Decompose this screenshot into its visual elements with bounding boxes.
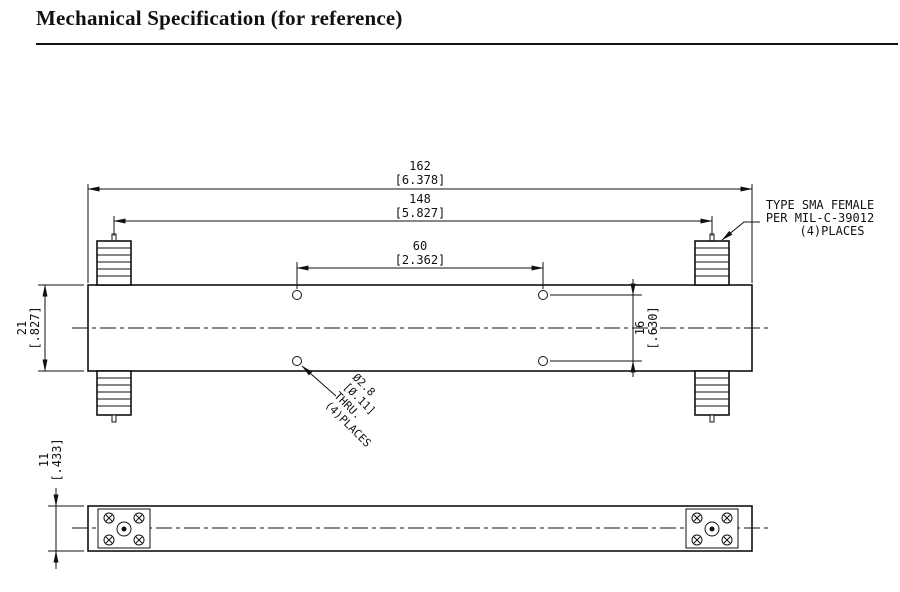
screw-slot (105, 536, 113, 544)
screw-slot (105, 514, 113, 522)
flange-right (685, 508, 739, 549)
connector-top-right (694, 233, 730, 286)
mounting-hole (538, 290, 548, 300)
screw-slot (693, 514, 701, 522)
dim-text-metric: 148 (409, 192, 431, 206)
screw-slot (723, 536, 731, 544)
dim-text-metric: 60 (413, 239, 427, 253)
top-view (72, 233, 768, 423)
callout-text: PER MIL-C-39012 (766, 211, 874, 225)
callout-sma-connector: TYPE SMA FEMALE PER MIL-C-39012 (4)PLACE… (721, 198, 874, 241)
dim-text-imperial: [2.362] (395, 253, 446, 267)
dim-profile-height: 11 [.433] (37, 438, 84, 569)
dim-hole-row-span: 16 [.630] (550, 279, 660, 377)
screw-slot (135, 536, 143, 544)
dim-overall-length: 162 [6.378] (87, 159, 753, 283)
callout-mounting-hole: Ø2.8 [Ø.11] THRU. (4)PLACES (301, 365, 378, 450)
dim-text-imperial: [.433] (50, 438, 64, 481)
mounting-hole (538, 356, 548, 366)
callout-text: TYPE SMA FEMALE (766, 198, 874, 212)
screw-slot (723, 514, 731, 522)
leader-line (721, 221, 760, 241)
dim-body-width: 21 [.827] (15, 284, 84, 372)
connector-bottom-left (96, 370, 132, 423)
title-divider (36, 43, 898, 45)
mounting-hole (292, 356, 302, 366)
connector-pin (111, 414, 117, 423)
dim-text-metric: 11 (37, 453, 51, 467)
dim-text-imperial: [6.378] (395, 173, 446, 187)
dim-hole-span: 60 [2.362] (296, 239, 544, 289)
screw-slot (135, 514, 143, 522)
connector-center-pin (121, 526, 127, 532)
connector-bottom-right (694, 370, 730, 423)
side-view (72, 505, 768, 552)
dim-text-imperial: [.630] (646, 306, 660, 349)
dim-text-metric: 16 (633, 321, 647, 335)
page-title: Mechanical Specification (for reference) (36, 6, 403, 30)
dim-text-metric: 162 (409, 159, 431, 173)
connector-top-left (96, 233, 132, 286)
connector-pin (709, 414, 715, 423)
dim-connector-span: 148 [5.827] (113, 192, 713, 236)
dim-text-imperial: [.827] (28, 306, 42, 349)
screw-slot (693, 536, 701, 544)
leader-line (301, 365, 337, 397)
connector-center-pin (709, 526, 715, 532)
callout-text: (4)PLACES (799, 224, 864, 238)
dim-text-metric: 21 (15, 321, 29, 335)
flange-left (97, 508, 151, 549)
mounting-hole (292, 290, 302, 300)
dim-text-imperial: [5.827] (395, 206, 446, 220)
